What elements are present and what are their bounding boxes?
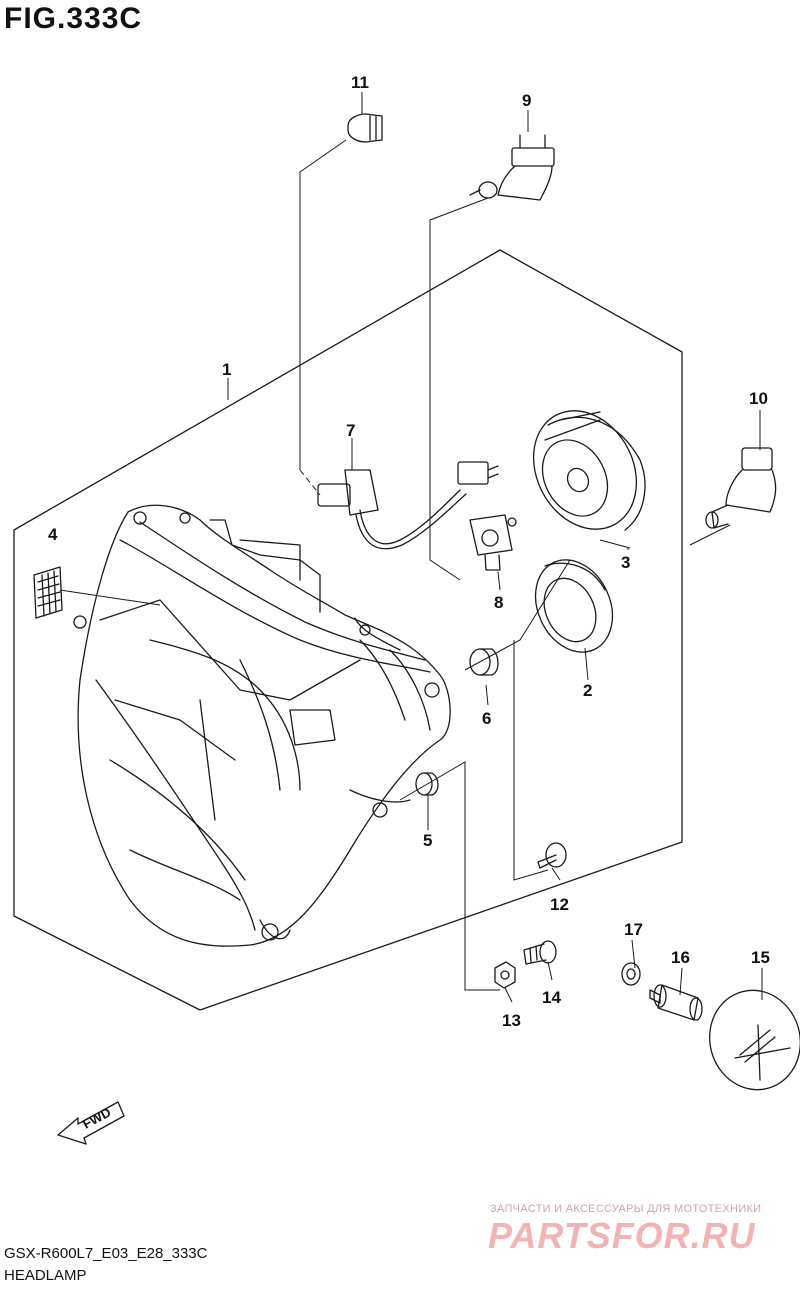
headlamp-dust-cover (532, 410, 646, 531)
callout-13: 13 (502, 1011, 521, 1030)
position-lamp-socket (317, 461, 499, 550)
callout-10: 10 (749, 389, 768, 408)
bulb-holder (469, 514, 517, 571)
callout-1: 1 (222, 360, 231, 379)
callout-15: 15 (751, 948, 770, 967)
watermark-tagline: ЗАПЧАСТИ И АКСЕССУАРЫ ДЛЯ МОТОТЕХНИКИ (490, 1203, 762, 1215)
model-code: GSX-R600L7_E03_E28_333C (4, 1245, 208, 1262)
figure-title: FIG.333C (4, 2, 143, 35)
headlamp-housing (73, 504, 451, 947)
grommet-5 (415, 772, 439, 796)
assembly-boundary (13, 249, 683, 1011)
nut-13 (494, 961, 516, 989)
callout-6: 6 (482, 709, 491, 728)
callout-7: 7 (346, 421, 355, 440)
screw-12 (537, 842, 567, 869)
callout-2: 2 (583, 681, 592, 700)
callout-16: 16 (671, 948, 690, 967)
callout-4: 4 (48, 525, 58, 544)
headlamp-seal (534, 559, 614, 653)
callout-12: 12 (550, 895, 569, 914)
callout-5: 5 (423, 831, 432, 850)
collar-16 (649, 984, 703, 1021)
washer-17 (621, 962, 641, 986)
leader-lines (59, 92, 763, 1003)
cap-15 (708, 989, 800, 1091)
reflector-label-plate (33, 566, 63, 619)
grommet-6 (469, 648, 499, 676)
fwd-arrow (57, 1101, 125, 1145)
bolt-14 (523, 940, 557, 965)
position-bulb-11 (347, 113, 383, 143)
callout-17: 17 (624, 920, 643, 939)
callout-3: 3 (621, 553, 630, 572)
watermark-logo: PARTSFOR.RU (488, 1215, 756, 1256)
callout-14: 14 (542, 988, 561, 1007)
headlight-bulb-9 (469, 134, 555, 201)
figure-name: HEADLAMP (4, 1267, 87, 1284)
callout-11: 11 (351, 73, 369, 92)
callout-8: 8 (494, 593, 503, 612)
fwd-label: FWD (80, 1105, 113, 1132)
callout-9: 9 (522, 91, 531, 110)
headlight-bulb-10 (705, 447, 777, 529)
